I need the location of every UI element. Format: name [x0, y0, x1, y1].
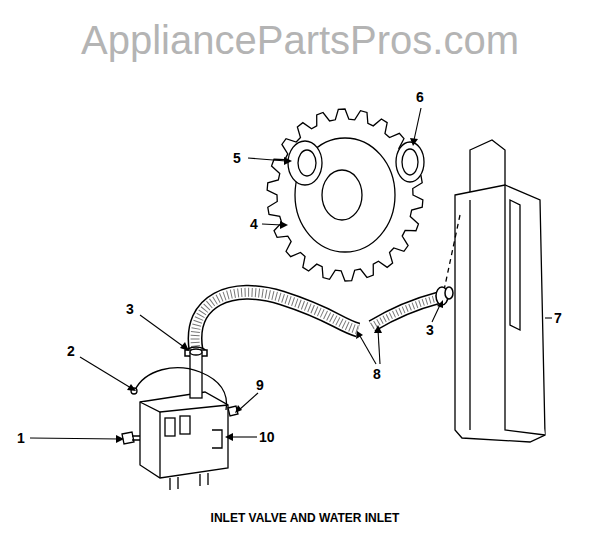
- leader-line: [30, 108, 552, 439]
- caption: INLET VALVE AND WATER INLET: [211, 512, 400, 524]
- screw: [122, 406, 238, 444]
- callout-number: 4: [250, 217, 258, 231]
- leader-arrowhead: [116, 138, 443, 443]
- inlet-valve: [140, 349, 228, 490]
- callout-number: 9: [256, 378, 264, 392]
- inlet-hose: [195, 292, 438, 350]
- gear-wheel: [267, 109, 423, 281]
- gear-teeth: [267, 109, 423, 281]
- callout-number: 6: [416, 90, 424, 104]
- callout-number: 10: [259, 430, 275, 444]
- seal-ring: [288, 141, 322, 185]
- ground-wire: [135, 368, 227, 410]
- callout-number: 7: [554, 311, 562, 325]
- washer-ring: [396, 142, 424, 182]
- callout-number: 8: [373, 367, 381, 381]
- alignment-line: [443, 215, 460, 295]
- watermark: AppliancePartsPros.com: [81, 20, 519, 60]
- hose-clamp: [185, 287, 453, 357]
- callout-number: 5: [233, 151, 241, 165]
- callout-number: 1: [17, 431, 25, 445]
- callout-number: 3: [426, 323, 434, 337]
- gear-disc: [295, 138, 395, 252]
- dispenser-housing: [455, 140, 545, 442]
- callout-number: 2: [67, 344, 75, 358]
- gear-hub: [322, 170, 362, 220]
- callout-number: 3: [126, 302, 134, 316]
